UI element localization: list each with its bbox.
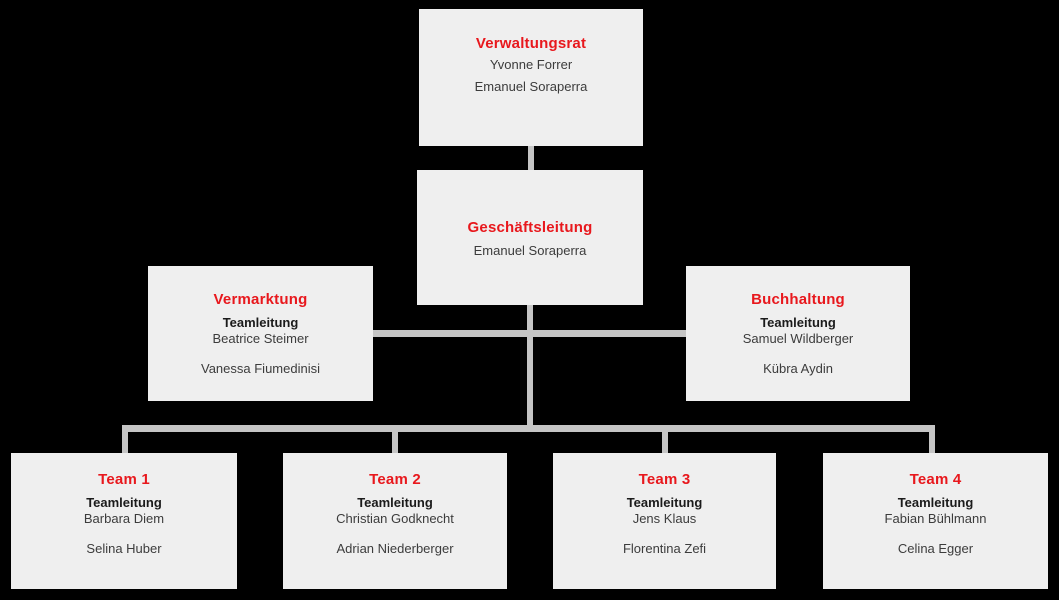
box-title: Team 1: [98, 471, 150, 488]
leader-name: Samuel Wildberger: [742, 331, 854, 346]
box-title: Geschäftsleitung: [467, 219, 593, 236]
role-label: Teamleitung: [760, 315, 836, 330]
connector-drop-team2: [392, 425, 398, 453]
connector-teams-rail: [122, 425, 935, 432]
connector-drop-team4: [929, 425, 935, 453]
leader-name: Barbara Diem: [83, 511, 165, 526]
member-name: Kübra Aydin: [763, 361, 833, 376]
role-label: Teamleitung: [86, 495, 162, 510]
role-label: Teamleitung: [897, 495, 974, 510]
member-name: Emanuel Soraperra: [474, 79, 588, 94]
role-label: Teamleitung: [222, 315, 299, 330]
box-title: Team 2: [369, 471, 421, 488]
member-name: Celina Egger: [897, 541, 974, 556]
leader-name: Christian Godknecht: [336, 511, 454, 526]
box-title: Team 4: [909, 471, 962, 488]
leader-name: Fabian Bühlmann: [884, 511, 987, 526]
member-name: Adrian Niederberger: [336, 541, 454, 556]
connector-drop-team3: [662, 425, 668, 453]
leader-name: Jens Klaus: [632, 511, 697, 526]
role-label: Teamleitung: [626, 495, 703, 510]
connector-verwaltungsrat-geschaeftsleitung: [528, 146, 534, 171]
org-box-team4[interactable]: Team 4 Teamleitung Fabian Bühlmann Celin…: [823, 453, 1048, 589]
org-box-geschaeftsleitung[interactable]: Geschäftsleitung Emanuel Soraperra: [417, 170, 643, 305]
org-box-team2[interactable]: Team 2 Teamleitung Christian Godknecht A…: [283, 453, 507, 589]
role-label: Teamleitung: [357, 495, 433, 510]
member-name: Florentina Zefi: [622, 541, 707, 556]
org-box-team3[interactable]: Team 3 Teamleitung Jens Klaus Florentina…: [553, 453, 776, 589]
org-box-verwaltungsrat[interactable]: Verwaltungsrat Yvonne Forrer Emanuel Sor…: [419, 9, 643, 146]
org-box-vermarktung[interactable]: Vermarktung Teamleitung Beatrice Steimer…: [148, 266, 373, 401]
connector-geschaeftsleitung-teams: [527, 305, 533, 432]
box-title: Vermarktung: [213, 291, 308, 308]
box-title: Team 3: [638, 471, 691, 488]
member-name: Selina Huber: [86, 541, 162, 556]
connector-drop-team1: [122, 425, 128, 453]
org-box-buchhaltung[interactable]: Buchhaltung Teamleitung Samuel Wildberge…: [686, 266, 910, 401]
member-name: Vanessa Fiumedinisi: [201, 361, 320, 376]
org-box-team1[interactable]: Team 1 Teamleitung Barbara Diem Selina H…: [11, 453, 237, 589]
member-name: Emanuel Soraperra: [473, 243, 587, 258]
leader-name: Beatrice Steimer: [212, 331, 309, 346]
box-title: Verwaltungsrat: [475, 35, 587, 52]
member-name: Yvonne Forrer: [489, 57, 573, 72]
box-title: Buchhaltung: [751, 291, 845, 308]
connector-vermarktung-buchhaltung: [373, 330, 686, 337]
